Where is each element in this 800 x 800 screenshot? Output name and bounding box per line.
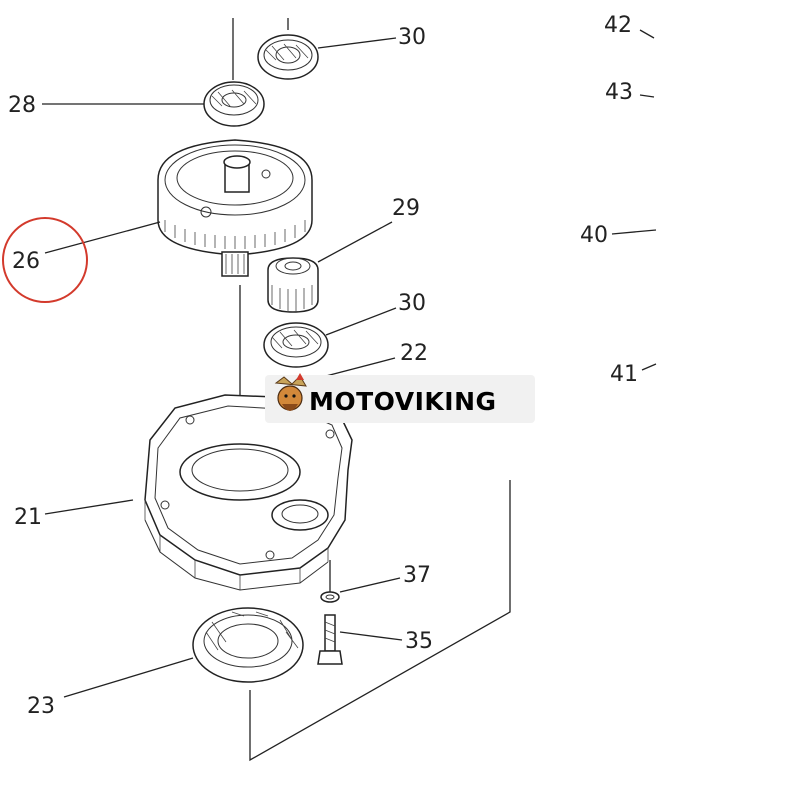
watermark-background [265, 375, 535, 423]
callout-35: 35 [405, 629, 433, 654]
leader-30-mid [325, 307, 397, 336]
bearing-30-middle [263, 322, 329, 368]
leader-26 [44, 221, 161, 254]
gear-26 [157, 139, 313, 277]
leader-41 [641, 363, 657, 371]
callout-29: 29 [392, 196, 420, 221]
leader-30-top [317, 37, 397, 49]
callout-23: 23 [27, 694, 55, 719]
washer-37 [320, 591, 340, 603]
bearing-30-top [257, 34, 319, 80]
leader-43 [639, 94, 655, 98]
watermark: MOTOVIKING [265, 373, 535, 423]
pinion-29 [267, 257, 319, 313]
callout-42: 42 [604, 13, 632, 38]
assembly-bracket [249, 480, 511, 762]
leader-42 [639, 29, 655, 39]
callout-22: 22 [400, 341, 428, 366]
callout-28: 28 [8, 93, 36, 118]
highlight-circle [2, 217, 88, 303]
bearing-23 [192, 607, 304, 683]
callout-41: 41 [610, 362, 638, 387]
leader-21 [44, 499, 134, 515]
leader-22 [325, 357, 396, 377]
callout-26: 26 [12, 249, 40, 274]
leader-37 [339, 577, 401, 593]
leader-29 [317, 221, 393, 263]
bolt-35 [317, 614, 343, 665]
housing-21 [144, 394, 353, 591]
watermark-text: MOTOVIKING [309, 387, 497, 416]
callout-30-top: 30 [398, 25, 426, 50]
callout-40: 40 [580, 223, 608, 248]
callout-30-middle: 30 [398, 291, 426, 316]
callout-21: 21 [14, 505, 42, 530]
callout-43: 43 [605, 80, 633, 105]
leader-23 [63, 657, 194, 698]
leader-40 [611, 229, 657, 235]
leader-35 [339, 631, 403, 641]
viking-mascot-icon [274, 373, 307, 411]
bearing-28 [203, 81, 265, 127]
callout-37: 37 [403, 563, 431, 588]
